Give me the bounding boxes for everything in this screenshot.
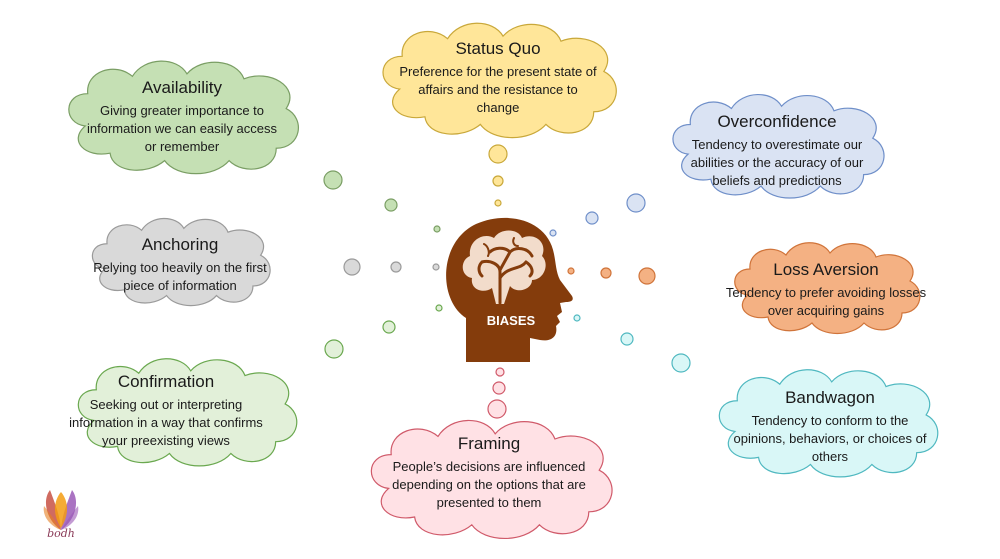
- bubbles-anchoring: [343, 258, 440, 276]
- bias-card-confirmation: Confirmation Seeking out or interpreting…: [68, 372, 264, 450]
- bias-description: Tendency to overestimate our abilities o…: [690, 137, 864, 188]
- bias-description: Tendency to prefer avoiding losses over …: [725, 285, 927, 318]
- center-label: BIASES: [486, 313, 536, 328]
- bubbles-overconfidence: [549, 193, 646, 237]
- logo-text: bodh: [47, 527, 75, 540]
- head-brain-icon: [446, 217, 573, 362]
- bias-description: People’s decisions are influenced depend…: [392, 459, 586, 510]
- bubbles-bandwagon: [573, 314, 691, 373]
- bias-title: Bandwagon: [785, 388, 875, 407]
- bias-description: Seeking out or interpreting information …: [69, 397, 263, 448]
- bubbles-loss-aversion: [567, 267, 656, 285]
- bias-card-status-quo: Status Quo Preference for the present st…: [398, 39, 598, 117]
- bias-description: Preference for the present state of affa…: [399, 64, 597, 115]
- bias-title: Confirmation: [117, 372, 215, 391]
- bias-description: Giving greater importance to information…: [86, 103, 278, 154]
- bias-description: Relying too heavily on the first piece o…: [93, 260, 267, 293]
- bias-card-availability: Availability Giving greater importance t…: [82, 78, 282, 156]
- bias-description: Tendency to conform to the opinions, beh…: [733, 413, 927, 464]
- bias-title: Overconfidence: [717, 112, 837, 131]
- bubbles-confirmation: [324, 304, 443, 359]
- bias-card-overconfidence: Overconfidence Tendency to overestimate …: [671, 112, 883, 190]
- bubbles-framing: [487, 367, 507, 419]
- bias-card-framing: Framing People’s decisions are influence…: [392, 434, 586, 512]
- bias-title: Anchoring: [141, 235, 219, 254]
- bias-card-anchoring: Anchoring Relying too heavily on the fir…: [80, 235, 280, 295]
- bias-card-loss-aversion: Loss Aversion Tendency to prefer avoidin…: [716, 260, 936, 320]
- bubbles-availability: [323, 170, 441, 233]
- lotus-logo-icon: [43, 490, 79, 530]
- bias-title: Loss Aversion: [773, 260, 879, 279]
- bias-title: Framing: [457, 434, 521, 453]
- bubbles-status-quo: [488, 144, 508, 207]
- bias-title: Availability: [141, 78, 222, 97]
- bias-card-bandwagon: Bandwagon Tendency to conform to the opi…: [724, 388, 936, 466]
- bias-title: Status Quo: [455, 39, 541, 58]
